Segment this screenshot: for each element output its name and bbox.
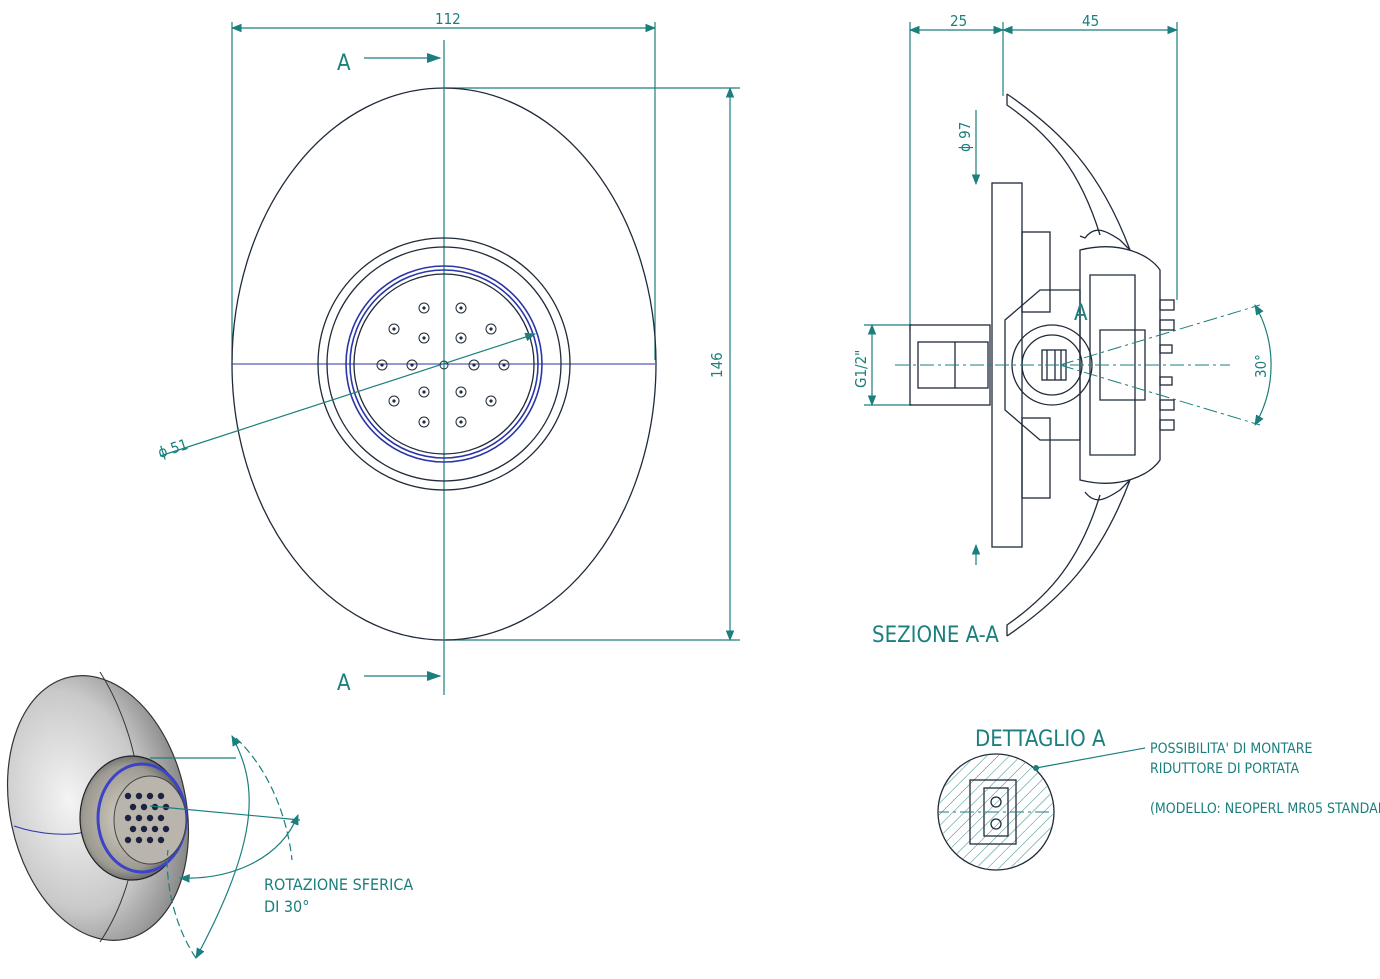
- iso-jet: [135, 836, 143, 844]
- note-line-3: (MODELLO: NEOPERL MR05 STANDARD): [1150, 801, 1380, 817]
- iso-jet: [124, 792, 132, 800]
- jet-nozzle: [376, 359, 388, 371]
- jet-nozzle: [468, 359, 480, 371]
- jet-nozzle: [388, 395, 400, 407]
- section-view: 25 45 ϕ 97 G1/2": [852, 12, 1272, 648]
- iso-jet: [146, 814, 154, 822]
- front-view: 112 146 A A ϕ 51: [156, 10, 740, 696]
- dim-diameter-97: ϕ 97: [956, 122, 974, 152]
- iso-jet: [129, 825, 137, 833]
- jet-nozzle-core: [459, 336, 463, 340]
- dim-height: 146: [708, 352, 726, 378]
- iso-spray-jets: [124, 792, 170, 844]
- detail-view: DETTAGLIO A POSSIBILITA' DI MONTARE RIDU…: [937, 727, 1380, 871]
- spray-jets: [376, 302, 510, 428]
- jet-nozzle-core: [489, 399, 493, 403]
- jet-nozzle-core: [380, 363, 384, 367]
- jet-nozzle-core: [472, 363, 476, 367]
- section-mark-top: A: [337, 51, 351, 76]
- iso-jet: [140, 803, 148, 811]
- iso-jet: [162, 825, 170, 833]
- iso-jet: [135, 814, 143, 822]
- jet-nozzle-core: [410, 363, 414, 367]
- jet-nozzle-core: [392, 327, 396, 331]
- dim-thread: G1/2": [852, 350, 870, 388]
- rotation-line-1: ROTAZIONE SFERICA: [264, 875, 413, 894]
- jet-nozzle-core: [489, 327, 493, 331]
- jet-nozzle-core: [422, 306, 426, 310]
- detail-title: DETTAGLIO A: [975, 727, 1106, 752]
- jet-nozzle: [485, 323, 497, 335]
- jet-nozzle-core: [459, 390, 463, 394]
- jet-nozzle-core: [422, 390, 426, 394]
- rotation-line-2: DI 30°: [264, 897, 309, 916]
- jet-nozzle-core: [459, 420, 463, 424]
- dim-width: 112: [435, 10, 461, 28]
- jet-nozzle: [418, 416, 430, 428]
- isometric-view: ROTAZIONE SFERICA DI 30°: [6, 671, 413, 959]
- dim-depth-front: 25: [950, 12, 967, 30]
- jet-nozzle: [418, 386, 430, 398]
- detail-marker: A: [1074, 301, 1088, 326]
- jet-nozzle: [455, 302, 467, 314]
- section-mark-bottom: A: [337, 671, 351, 696]
- jet-nozzle: [388, 323, 400, 335]
- dim-rotation-angle: 30°: [1252, 354, 1270, 378]
- iso-jet: [157, 836, 165, 844]
- jet-nozzle-core: [502, 363, 506, 367]
- iso-jet: [146, 792, 154, 800]
- iso-jet: [157, 792, 165, 800]
- jet-nozzle: [485, 395, 497, 407]
- jet-nozzle-core: [422, 336, 426, 340]
- jet-nozzle: [455, 386, 467, 398]
- iso-jet: [140, 825, 148, 833]
- note-line-2: RIDUTTORE DI PORTATA: [1150, 761, 1300, 777]
- jet-nozzle-core: [459, 306, 463, 310]
- jet-nozzle: [455, 416, 467, 428]
- jet-nozzle-core: [392, 399, 396, 403]
- dim-depth-rear: 45: [1082, 12, 1099, 30]
- iso-jet: [151, 825, 159, 833]
- dim-nozzle-diameter: ϕ 51: [156, 435, 190, 462]
- note-line-1: POSSIBILITA' DI MONTARE: [1150, 741, 1313, 757]
- jet-nozzle: [418, 332, 430, 344]
- jet-nozzle: [498, 359, 510, 371]
- iso-jet: [146, 836, 154, 844]
- iso-jet: [129, 803, 137, 811]
- section-title: SEZIONE A-A: [872, 623, 999, 648]
- iso-jet: [157, 814, 165, 822]
- jet-nozzle-core: [422, 420, 426, 424]
- jet-nozzle: [455, 332, 467, 344]
- iso-jet: [124, 814, 132, 822]
- iso-jet: [135, 792, 143, 800]
- jet-nozzle: [406, 359, 418, 371]
- iso-jet: [124, 836, 132, 844]
- jet-nozzle: [418, 302, 430, 314]
